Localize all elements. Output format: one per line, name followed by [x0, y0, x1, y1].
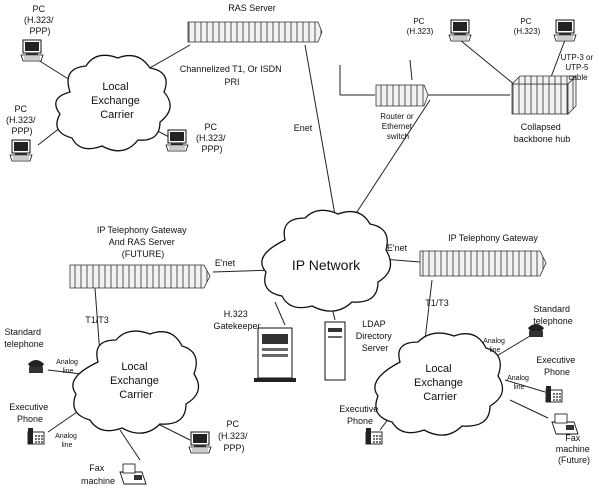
- t1t3-right-label: T1/T3: [425, 298, 449, 308]
- pc-mid-left-icon: [9, 139, 33, 162]
- router-to-ip-line: [354, 99, 431, 216]
- std-phone-left-label: Standard telephone: [4, 327, 44, 349]
- pc-mid-left-label: PC (H.323/ PPP): [6, 104, 38, 136]
- router-label: Router or Ethernet switch: [380, 112, 416, 141]
- enet-right-label: E'net: [387, 243, 408, 253]
- lec-label-top: Local Exchange Carrier: [91, 81, 143, 121]
- pc-h323-a-icon: [448, 19, 472, 42]
- pc-bottom-icon: [188, 431, 212, 454]
- analog-line-left-top: Analog line: [56, 359, 80, 375]
- lec-cloud-top: [55, 54, 171, 152]
- ras-server-label: RAS Server: [228, 3, 276, 13]
- executive-phone-br-icon: [545, 385, 563, 403]
- executive-phone-left-icon: [27, 427, 45, 445]
- pc-top-left-icon: [20, 39, 44, 62]
- fax-left-label: Fax machine: [81, 463, 115, 486]
- ras-to-ip-line: [304, 44, 336, 216]
- lec-label-bottom-left: Local Exchange Carrier: [110, 361, 162, 401]
- executive-phone-bottom-icon: [365, 427, 383, 445]
- pc-h323-b-label: PC (H.323): [514, 17, 541, 36]
- exec-br-line: [504, 379, 546, 393]
- pc-h323-b-icon: [553, 19, 577, 42]
- pc-bottom-label: PC (H.323/ PPP): [218, 419, 250, 453]
- exec-phone-bottom-label: Executive Phone: [339, 404, 381, 426]
- std-phone-right-label: Standard telephone: [533, 304, 573, 326]
- fax-machine-right-icon: [551, 413, 579, 435]
- router-top-line: [409, 59, 413, 81]
- exec-phone-left-label: Executive Phone: [9, 402, 51, 424]
- analog-line-right-bottom: Analog line: [507, 375, 531, 391]
- lec-cloud-bottom-left: [72, 330, 200, 434]
- pc-top-left-label: PC (H.323/ PPP): [24, 4, 56, 36]
- lec-label-bottom-right: Local Exchange Carrier: [414, 363, 466, 403]
- pc-h323-a-label: PC (H.323): [407, 17, 434, 36]
- channelized-label: Channelized T1, Or ISDN PRI: [180, 64, 284, 87]
- gateway-right-label: IP Telephony Gateway: [448, 233, 538, 243]
- ip-network-label: IP Network: [292, 257, 361, 273]
- pc-top-to-lec-line: [37, 59, 71, 81]
- collapsed-hub-label: Collapsed backbone hub: [514, 122, 571, 144]
- lec-cloud-bottom-right: [374, 332, 504, 436]
- ldap-label: LDAP Directory Server: [356, 319, 395, 353]
- pc-right-label: PC (H.323/ PPP): [196, 122, 228, 154]
- fax-right-label: Fax machine (Future): [556, 433, 593, 465]
- router-device: [375, 84, 429, 107]
- ras-server: [187, 21, 323, 43]
- ip-network-cloud: [261, 209, 392, 312]
- fax-left-line: [119, 429, 141, 461]
- utp-label: UTP-3 or UTP-5 cable: [561, 53, 596, 82]
- analog-line-right-top: Analog line: [483, 338, 507, 354]
- ip-to-gatekeeper-line: [274, 301, 286, 326]
- ldap-directory-server: [324, 321, 346, 381]
- enet-label: Enet: [294, 123, 313, 133]
- gw-left-to-lec-line: [94, 287, 101, 356]
- ip-telephony-gateway-right: [419, 250, 547, 277]
- fax-machine-left-icon: [119, 463, 147, 485]
- t1t3-left-label: T1/T3: [85, 315, 109, 325]
- pc-a-to-hub-line: [459, 39, 516, 86]
- ip-telephony-gateway-ras: [69, 264, 211, 289]
- collapsed-backbone-hub: [511, 75, 577, 115]
- exec-phone-br-label: Executive Phone: [536, 355, 578, 377]
- enet-left-label: E'net: [215, 258, 236, 268]
- gw-right-to-lec-line: [424, 279, 433, 341]
- h323-gatekeeper-server: [254, 327, 296, 382]
- exec-left-line: [47, 409, 81, 433]
- analog-line-left-bottom: Analog line: [55, 433, 79, 449]
- gatekeeper-label: H.323 Gatekeeper: [213, 309, 260, 331]
- pc-right-icon: [165, 129, 189, 152]
- fax-right-line: [509, 399, 549, 419]
- gateway-ras-label: IP Telephony Gateway And RAS Server (FUT…: [97, 225, 189, 259]
- standard-telephone-left-icon: [28, 360, 44, 373]
